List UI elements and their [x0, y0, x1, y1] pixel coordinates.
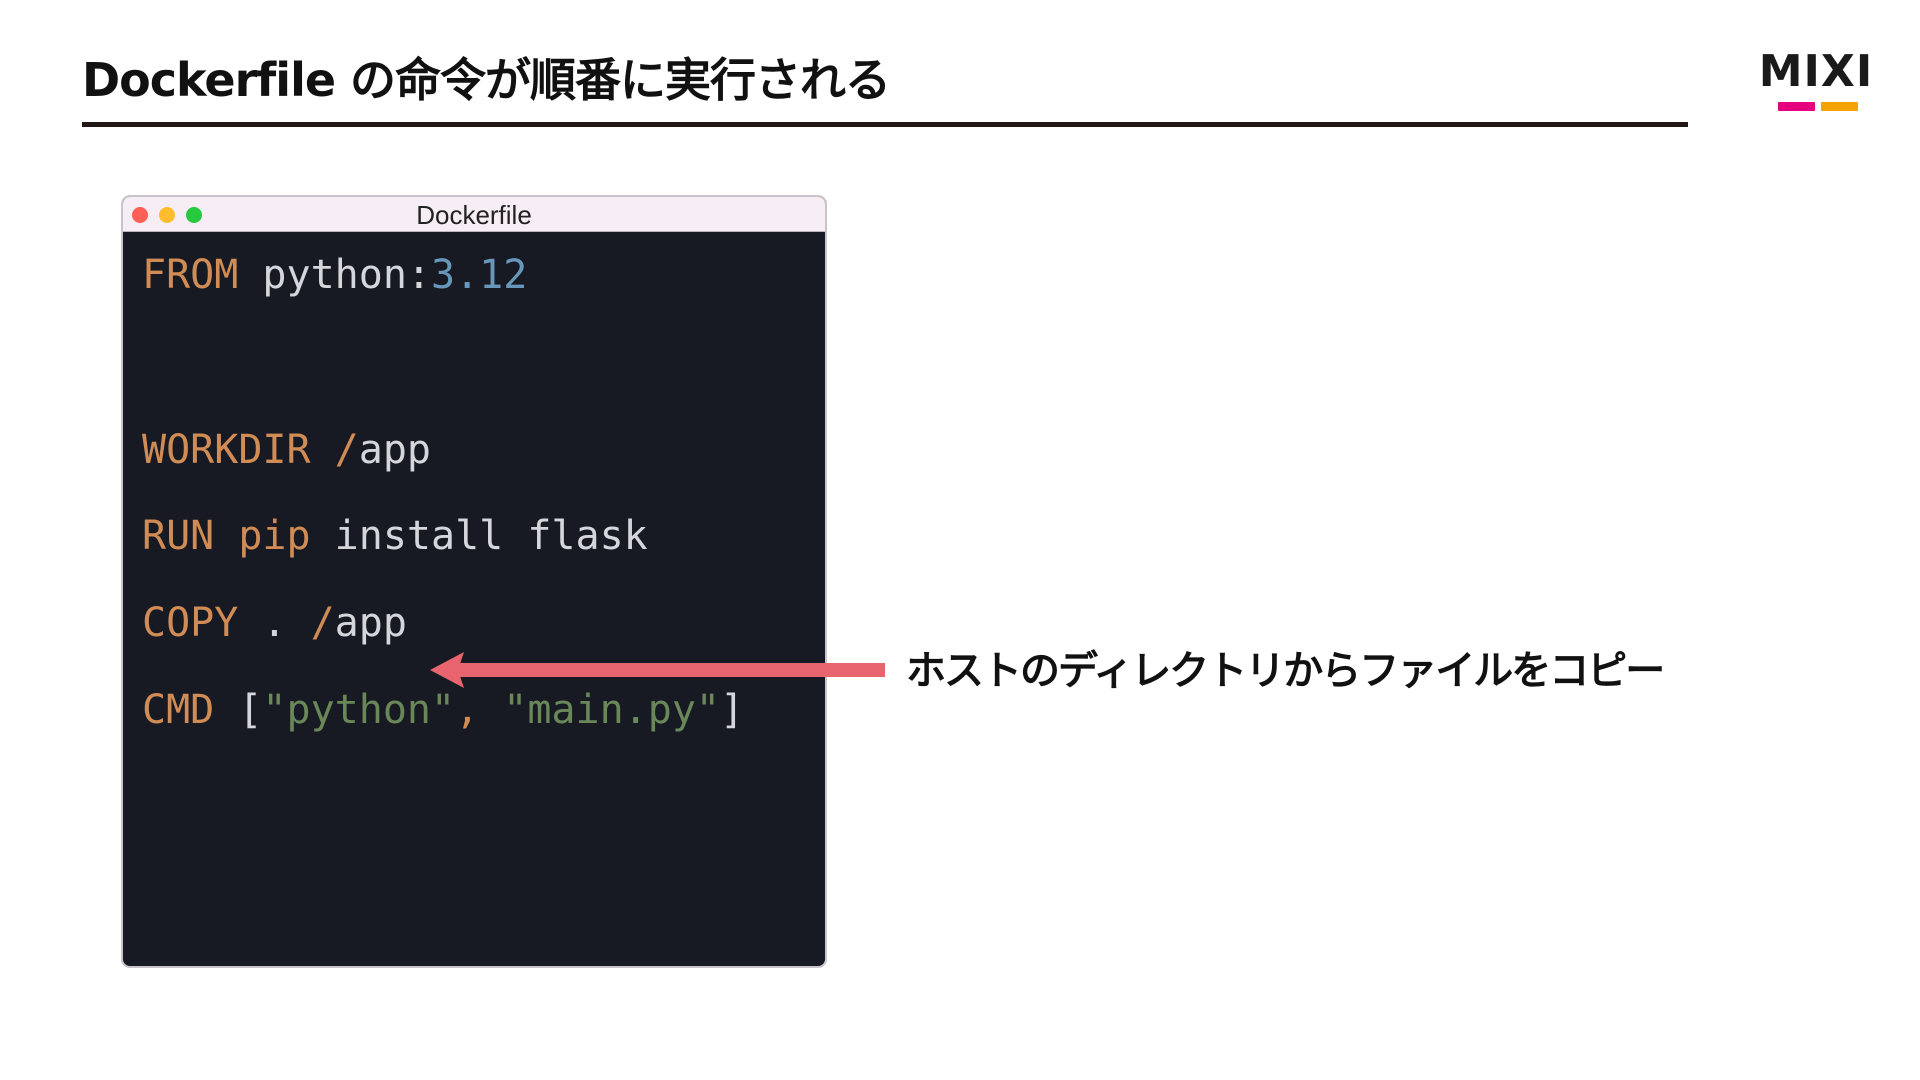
- keyword-from: FROM: [142, 252, 239, 298]
- dockerfile-code: FROM python:3.12 WORKDIR /app RUN pip in…: [142, 197, 825, 966]
- maximize-window-icon[interactable]: [186, 207, 202, 223]
- logo-yellow-bar: [1821, 102, 1858, 111]
- title-underline: [82, 122, 1688, 127]
- slide-title: Dockerfile の命令が順番に実行される: [82, 53, 891, 107]
- close-window-icon[interactable]: [132, 207, 148, 223]
- code-line-copy: COPY . /app: [142, 597, 407, 649]
- path-slash: /: [286, 600, 335, 646]
- minimize-window-icon[interactable]: [159, 207, 175, 223]
- logo-pink-bar: [1778, 102, 1815, 111]
- window-titlebar: Dockerfile: [123, 197, 825, 232]
- bracket-open: [: [214, 687, 263, 733]
- bracket-close: ]: [720, 687, 745, 733]
- keyword-run: RUN: [142, 513, 215, 559]
- window-title: Dockerfile: [416, 200, 532, 230]
- logo-text: MIXI: [1758, 46, 1874, 97]
- copy-source: .: [238, 600, 287, 646]
- cmd-comma: ,: [455, 687, 480, 733]
- arrow-left-icon: [430, 652, 885, 688]
- workdir-path: app: [358, 427, 431, 473]
- copy-destination: app: [334, 600, 407, 646]
- run-command: pip: [214, 513, 311, 559]
- run-arguments: install flask: [310, 513, 648, 559]
- cmd-arg-python: "python": [262, 687, 456, 733]
- base-image: python:: [238, 252, 431, 298]
- code-line-workdir: WORKDIR /app: [142, 424, 431, 476]
- cmd-arg-main: "main.py": [479, 687, 720, 733]
- code-line-run: RUN pip install flask: [142, 510, 648, 562]
- keyword-workdir: WORKDIR: [142, 427, 311, 473]
- keyword-cmd: CMD: [142, 687, 215, 733]
- copy-annotation: ホストのディレクトリからファイルをコピー: [906, 648, 1665, 694]
- keyword-copy: COPY: [142, 600, 239, 646]
- mixi-logo: MIXI: [1752, 48, 1880, 114]
- code-line-from: FROM python:3.12: [142, 249, 527, 301]
- code-line-cmd: CMD ["python", "main.py"]: [142, 684, 744, 736]
- image-version: 3.12: [430, 252, 528, 298]
- path-slash: /: [310, 427, 359, 473]
- code-window: Dockerfile FROM python:3.12 WORKDIR /app…: [121, 195, 827, 968]
